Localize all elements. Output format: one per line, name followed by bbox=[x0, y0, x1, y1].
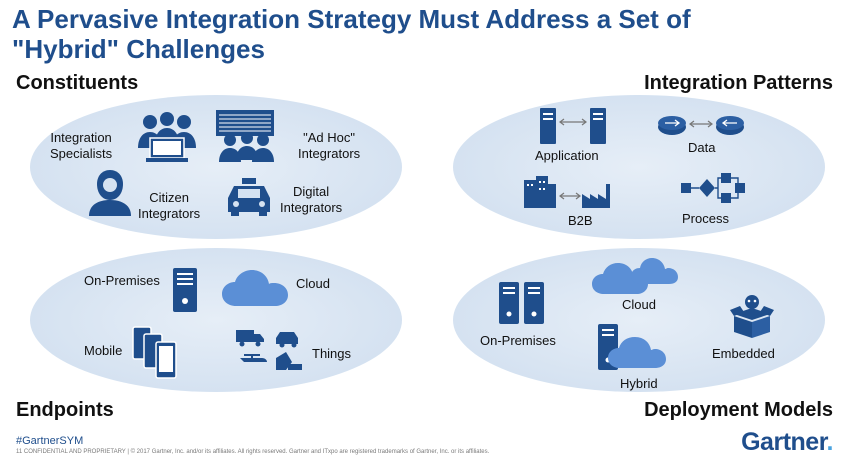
endpoints-cloud-icon bbox=[222, 270, 288, 306]
endpoints-heading: Endpoints bbox=[16, 399, 114, 421]
deployment-servers-icon bbox=[499, 282, 544, 324]
ad-hoc-integrators-label: "Ad Hoc" Integrators bbox=[298, 130, 361, 161]
integration-specialists-icon bbox=[138, 112, 196, 162]
gartner-logo: Gartner. bbox=[741, 428, 833, 456]
endpoints-mobile-label: Mobile bbox=[84, 343, 123, 358]
citizen-integrators-label: Citizen Integrators bbox=[138, 190, 201, 221]
mobile-devices-icon bbox=[132, 326, 177, 379]
digital-integrators-car-icon bbox=[228, 178, 270, 216]
b2b-buildings-icon bbox=[524, 176, 610, 208]
slide-title-line1: A Pervasive Integration Strategy Must Ad… bbox=[12, 4, 691, 34]
constituents-heading: Constituents bbox=[16, 72, 139, 94]
data-routers-icon bbox=[658, 116, 744, 135]
legal-notice: 11 CONFIDENTIAL AND PROPRIETARY | © 2017… bbox=[16, 449, 490, 455]
process-label: Process bbox=[682, 211, 729, 226]
process-flow-icon bbox=[681, 173, 745, 203]
application-label: Application bbox=[535, 148, 599, 163]
integration-patterns-ellipse bbox=[453, 95, 825, 239]
endpoints-ellipse bbox=[30, 248, 402, 392]
deployment-cloud-label: Cloud bbox=[622, 297, 656, 312]
endpoints-server-icon bbox=[173, 268, 197, 312]
deployment-cloud-icon bbox=[592, 258, 678, 294]
ad-hoc-integrators-icon bbox=[216, 110, 274, 162]
slide-title-line2: "Hybrid" Challenges bbox=[12, 34, 265, 64]
deployment-on-premises-label: On-Premises bbox=[480, 333, 556, 348]
integration-specialists-label: Integration Specialists bbox=[50, 130, 113, 161]
embedded-box-icon bbox=[730, 295, 774, 338]
endpoints-on-premises-label: On-Premises bbox=[84, 273, 160, 288]
hybrid-label: Hybrid bbox=[620, 376, 658, 391]
citizen-integrators-icon bbox=[89, 170, 131, 216]
things-iot-icon bbox=[236, 330, 302, 370]
deployment-models-heading: Deployment Models bbox=[644, 399, 833, 421]
digital-integrators-label: Digital Integrators bbox=[280, 184, 343, 215]
endpoints-cloud-label: Cloud bbox=[296, 276, 330, 291]
hashtag: #GartnerSYM bbox=[16, 435, 84, 447]
slide-title: A Pervasive Integration Strategy Must Ad… bbox=[12, 4, 832, 64]
hybrid-icon bbox=[598, 324, 666, 370]
things-label: Things bbox=[312, 346, 352, 361]
data-label: Data bbox=[688, 140, 716, 155]
b2b-label: B2B bbox=[568, 213, 593, 228]
embedded-label: Embedded bbox=[712, 346, 775, 361]
application-servers-icon bbox=[540, 108, 606, 144]
integration-patterns-heading: Integration Patterns bbox=[644, 72, 833, 94]
